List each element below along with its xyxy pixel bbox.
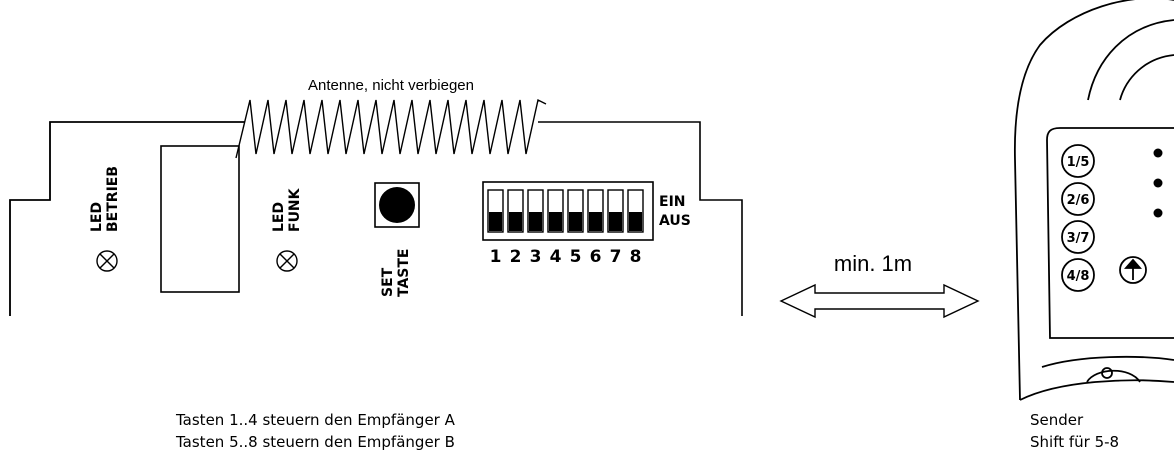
receiver-board — [9, 98, 743, 316]
dip-lever-4[interactable] — [547, 189, 564, 233]
status-dots — [1153, 148, 1163, 218]
transmitter-eyelet — [1086, 369, 1141, 383]
transmitter-button-ring[interactable] — [1061, 220, 1095, 254]
set-button-label-1: SET — [380, 267, 396, 297]
receiver-module-box — [160, 145, 240, 293]
dip-lever-knob-7 — [609, 212, 622, 231]
shift-arrow-icon[interactable] — [1119, 256, 1147, 284]
set-button-label-2: TASTE — [396, 249, 412, 298]
dip-lever-1[interactable] — [487, 189, 504, 233]
signal-wave-outer — [1087, 19, 1174, 101]
dip-lever-knob-1 — [489, 212, 502, 231]
antenna-label: Antenne, nicht verbiegen — [308, 77, 474, 94]
transmitter-button-1-5[interactable]: 1/5 — [1061, 144, 1095, 178]
dip-lever-5[interactable] — [567, 189, 584, 233]
transmitter-key-panel — [1046, 127, 1174, 339]
set-button[interactable]: SET TASTE — [374, 182, 420, 298]
dip-lever-knob-5 — [569, 212, 582, 231]
sender-caption-1: Sender — [1030, 411, 1084, 429]
receiver-outline-path — [9, 121, 743, 316]
shift-button[interactable] — [1119, 256, 1147, 284]
transmitter-button-3-7[interactable]: 3/7 — [1061, 220, 1095, 254]
dip-number: 6 — [590, 247, 602, 267]
led-funk-label-2: FUNK — [287, 187, 303, 232]
keys-caption-2: Tasten 5..8 steuern den Empfänger B — [176, 433, 455, 451]
transmitter-button-ring[interactable] — [1061, 144, 1095, 178]
transmitter-housing — [1013, 0, 1174, 401]
led-betrieb: LED BETRIEB — [89, 166, 121, 272]
dip-lever-knob-8 — [629, 212, 642, 231]
transmitter-button-ring[interactable] — [1061, 258, 1095, 292]
dip-number: 5 — [570, 247, 582, 267]
set-button-frame — [374, 182, 420, 228]
transmitter — [1013, 0, 1174, 401]
transmitter-button-label: 2/6 — [1067, 193, 1090, 208]
transmitter-bottom-curve — [1041, 355, 1174, 368]
led-betrieb-label-1: LED — [89, 202, 105, 232]
dip-number: 2 — [510, 247, 522, 267]
dip-lever-8[interactable] — [627, 189, 644, 233]
led-betrieb-label-2: BETRIEB — [105, 166, 121, 232]
distance-arrow — [779, 283, 980, 319]
antenna-coil — [235, 98, 547, 159]
dip-number: 7 — [610, 247, 622, 267]
transmitter-bottom-base — [1019, 379, 1174, 401]
transmitter-eyelet-hole — [1101, 367, 1113, 379]
dip-number: 8 — [630, 247, 642, 267]
dip-lever-7[interactable] — [607, 189, 624, 233]
keys-caption-1: Tasten 1..4 steuern den Empfänger A — [176, 411, 455, 429]
dip-lever-2[interactable] — [507, 189, 524, 233]
transmitter-button-ring[interactable] — [1061, 182, 1095, 216]
led-lamp-icon — [96, 250, 118, 272]
set-button-knob[interactable] — [379, 187, 415, 223]
dip-lever-3[interactable] — [527, 189, 544, 233]
dip-number: 4 — [550, 247, 562, 267]
dip-off-label: AUS — [659, 213, 691, 229]
dip-lever-knob-4 — [549, 212, 562, 231]
dip-lever-knob-3 — [529, 212, 542, 231]
dip-lever-knob-2 — [509, 212, 522, 231]
dip-switch-housing — [482, 181, 654, 241]
transmitter-button-4-8[interactable]: 4/8 — [1061, 258, 1095, 292]
dip-on-label: EIN — [659, 194, 686, 210]
led-lamp-icon — [276, 250, 298, 272]
distance-label: min. 1m — [834, 251, 912, 276]
led-funk: LED FUNK — [271, 187, 303, 272]
transmitter-button-label: 4/8 — [1067, 269, 1090, 284]
transmitter-button-2-6[interactable]: 2/6 — [1061, 182, 1095, 216]
transmitter-button-label: 1/5 — [1067, 155, 1090, 170]
receiver-outline — [9, 121, 245, 316]
led-funk-label-1: LED — [271, 202, 287, 232]
sender-caption-2: Shift für 5-8 — [1030, 433, 1120, 451]
transmitter-button-label: 3/7 — [1067, 231, 1090, 246]
dip-lever-knob-6 — [589, 212, 602, 231]
signal-wave-inner — [1119, 54, 1174, 101]
dip-lever-6[interactable] — [587, 189, 604, 233]
dip-number: 3 — [530, 247, 542, 267]
dip-number: 1 — [490, 247, 502, 267]
